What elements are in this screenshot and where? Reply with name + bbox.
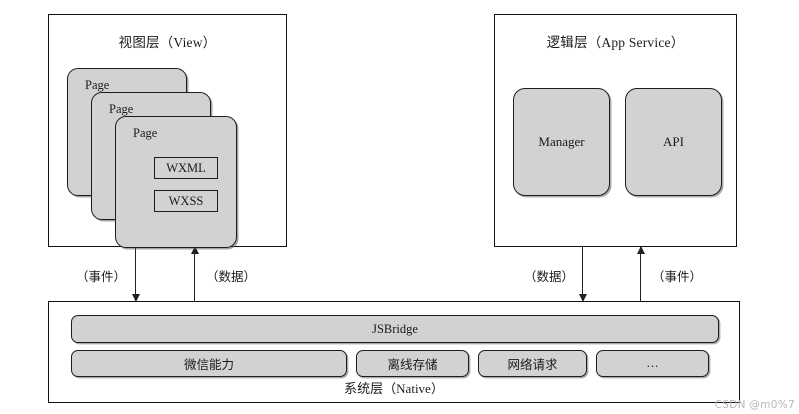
capability-more[interactable]: … xyxy=(596,350,709,377)
app-service-layer-panel: 逻辑层（App Service） Manager API xyxy=(494,14,737,247)
page-card-label: Page xyxy=(109,102,134,116)
api-box[interactable]: API xyxy=(625,88,722,196)
connector-view-to-native-event xyxy=(131,247,140,302)
arrow-head-down-icon xyxy=(578,294,587,302)
arrow-head-down-icon xyxy=(131,294,140,302)
connector-label-service-event: （事件） xyxy=(651,270,702,284)
connector-native-to-service-event xyxy=(636,246,645,301)
connector-label-view-data: （数据） xyxy=(205,270,256,284)
capability-offline-storage[interactable]: 离线存储 xyxy=(356,350,469,377)
connector-label-view-event: （事件） xyxy=(75,270,126,284)
watermark: CSDN @m0%7 xyxy=(714,399,795,411)
native-layer-panel: JSBridge 微信能力 离线存储 网络请求 … 系统层（Native） xyxy=(48,301,740,403)
view-layer-panel: 视图层（View） Page Page Page WXML WXSS xyxy=(48,14,287,248)
jsbridge-bar[interactable]: JSBridge xyxy=(71,315,719,343)
capability-network-request[interactable]: 网络请求 xyxy=(478,350,587,377)
page-card-label: Page xyxy=(133,126,158,140)
connector-native-to-view-data xyxy=(190,246,199,301)
capability-wechat[interactable]: 微信能力 xyxy=(71,350,347,377)
view-layer-title: 视图层（View） xyxy=(118,35,217,50)
manager-box[interactable]: Manager xyxy=(513,88,610,196)
page-card-label: Page xyxy=(85,78,110,92)
wxss-box[interactable]: WXSS xyxy=(154,190,218,212)
connector-label-service-data: （数据） xyxy=(523,270,574,284)
app-service-layer-title: 逻辑层（App Service） xyxy=(546,35,685,50)
page-card-front[interactable]: Page WXML WXSS xyxy=(115,116,237,248)
native-layer-footer: 系统层（Native） xyxy=(344,381,444,396)
wxml-box[interactable]: WXML xyxy=(154,157,218,179)
arrow-head-up-icon xyxy=(636,246,645,254)
connector-service-to-native-data xyxy=(578,247,587,302)
arrow-head-up-icon xyxy=(190,246,199,254)
